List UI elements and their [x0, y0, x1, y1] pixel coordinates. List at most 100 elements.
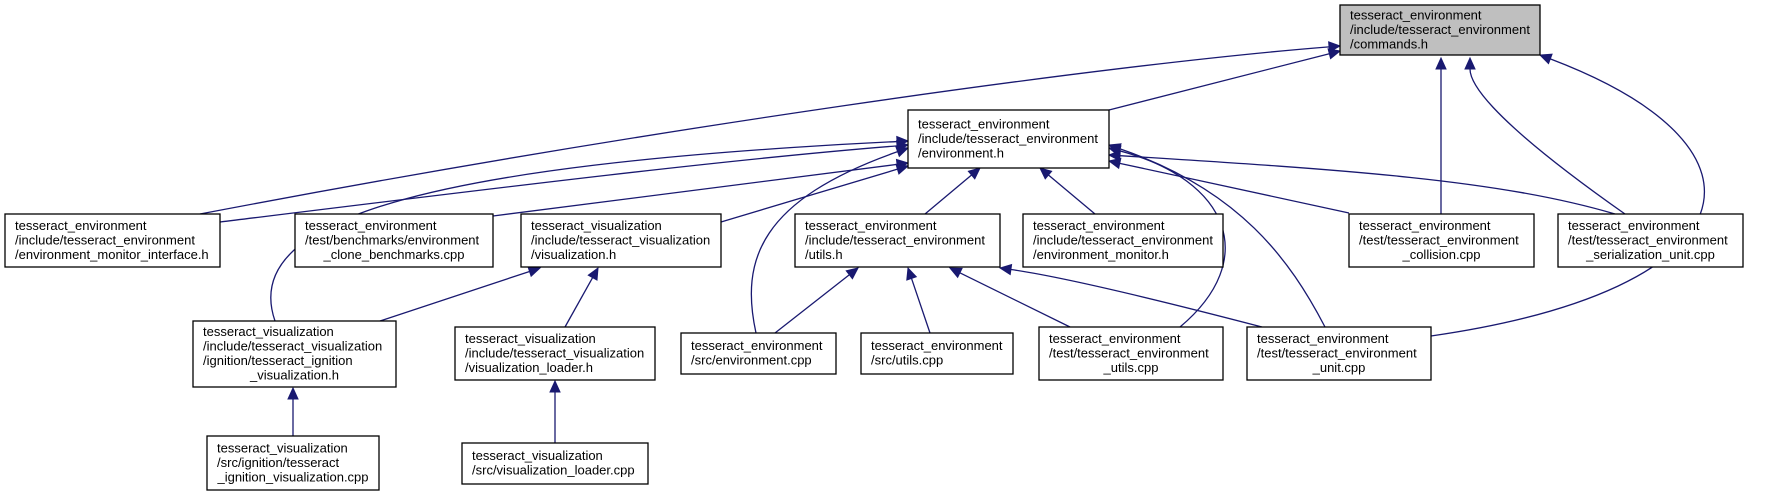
- node-label-line: tesseract_environment: [1568, 218, 1700, 233]
- node-env-monitor-h[interactable]: tesseract_environment/include/tesseract_…: [1022, 213, 1224, 268]
- nodes-layer: tesseract_environment/include/tesseract_…: [4, 4, 1744, 491]
- node-label-line: tesseract_environment: [1350, 7, 1482, 22]
- edge-env_monitor_h-to-environment_h: [1039, 167, 1096, 215]
- edge-visualization_h-to-environment_h: [720, 163, 910, 223]
- arrowhead-icon: [587, 266, 599, 281]
- node-vis-loader-cpp[interactable]: tesseract_visualization/src/visualizatio…: [461, 442, 649, 485]
- node-label-line: /src/utils.cpp: [871, 353, 943, 368]
- arrowhead-icon: [895, 146, 910, 158]
- node-label-line: /include/tesseract_environment: [918, 131, 1098, 146]
- node-label-line: /test/tesseract_environment: [1568, 232, 1728, 247]
- edge-unit_cpp-to-commands: [1430, 53, 1705, 337]
- edge-line: [774, 274, 850, 334]
- node-box[interactable]: [1022, 213, 1224, 268]
- node-label-line: /src/environment.cpp: [691, 353, 812, 368]
- node-utils-h[interactable]: tesseract_environment/include/tesseract_…: [794, 213, 1001, 268]
- node-utils-test-cpp[interactable]: tesseract_environment/test/tesseract_env…: [1038, 326, 1224, 381]
- node-environment-cpp[interactable]: tesseract_environment/src/environment.cp…: [680, 332, 837, 375]
- edge-line: [959, 272, 1071, 328]
- edge-env_monitor_iface-to-commands: [199, 41, 1342, 215]
- edge-line: [564, 277, 594, 328]
- node-env-monitor-iface[interactable]: tesseract_environment/include/tesseract_…: [4, 213, 221, 268]
- node-collision-cpp[interactable]: tesseract_environment/test/tesseract_env…: [1348, 213, 1535, 268]
- node-label-line: tesseract_environment: [805, 218, 937, 233]
- node-box[interactable]: [454, 326, 656, 381]
- node-box[interactable]: [4, 213, 221, 268]
- node-box[interactable]: [1348, 213, 1535, 268]
- arrowhead-icon: [998, 263, 1013, 276]
- node-box[interactable]: [794, 213, 1001, 268]
- node-label-line: tesseract_environment: [691, 338, 823, 353]
- arrowhead-icon: [948, 267, 963, 279]
- node-environment-h[interactable]: tesseract_environment/include/tesseract_…: [907, 109, 1110, 169]
- edge-environment_cpp-to-environment_h: [750, 146, 910, 334]
- edge-serialization_cpp-to-environment_h: [1107, 149, 1616, 215]
- arrowhead-icon: [287, 386, 299, 400]
- edge-line: [219, 145, 898, 223]
- edge-line: [492, 163, 898, 217]
- arrowhead-icon: [895, 163, 910, 175]
- edge-line: [1119, 147, 1326, 328]
- node-vis-loader-h[interactable]: tesseract_visualization/include/tesserac…: [454, 326, 656, 381]
- node-box[interactable]: [461, 442, 649, 485]
- edge-unit_cpp-to-environment_h: [1107, 143, 1326, 328]
- node-commands[interactable]: tesseract_environment/include/tesseract_…: [1339, 4, 1541, 56]
- node-label-line: tesseract_environment: [15, 218, 147, 233]
- arrowhead-icon: [1538, 53, 1553, 65]
- edge-env_monitor_iface-to-environment_h: [219, 140, 910, 223]
- node-label-line: _ignition_visualization.cpp: [216, 469, 368, 484]
- node-box[interactable]: [680, 332, 837, 375]
- node-box[interactable]: [192, 320, 397, 388]
- edge-line: [910, 278, 931, 334]
- edge-clone_bench-to-environment_h: [492, 158, 910, 217]
- arrowhead-icon: [1107, 143, 1122, 155]
- node-label-line: _unit.cpp: [1312, 360, 1366, 375]
- node-label-line: /utils.h: [805, 247, 843, 262]
- node-box[interactable]: [206, 435, 380, 491]
- node-label-line: /include/tesseract_visualization: [531, 232, 710, 247]
- edge-line: [924, 174, 972, 215]
- edge-collision_cpp-to-commands: [1435, 56, 1447, 214]
- node-label-line: /include/tesseract_visualization: [465, 345, 644, 360]
- node-serialization-cpp[interactable]: tesseract_environment/test/tesseract_env…: [1557, 213, 1744, 268]
- node-label-line: /test/tesseract_environment: [1359, 232, 1519, 247]
- node-clone-bench[interactable]: tesseract_environment/test/benchmarks/en…: [294, 213, 494, 268]
- arrowhead-icon: [1464, 56, 1476, 70]
- node-label-line: tesseract_environment: [1359, 218, 1491, 233]
- node-label-line: _utils.cpp: [1103, 360, 1159, 375]
- node-label-line: /include/tesseract_environment: [1350, 22, 1530, 37]
- edge-collision_cpp-to-environment_h: [1107, 157, 1350, 214]
- node-label-line: /src/ignition/tesseract: [217, 455, 339, 470]
- node-box[interactable]: [294, 213, 494, 268]
- node-box[interactable]: [520, 213, 722, 268]
- node-label-line: _visualization.h: [249, 368, 339, 383]
- node-label-line: /include/tesseract_environment: [805, 232, 985, 247]
- node-label-line: /src/visualization_loader.cpp: [472, 463, 635, 478]
- node-box[interactable]: [1038, 326, 1224, 381]
- edge-line: [1108, 53, 1330, 111]
- node-label-line: tesseract_environment: [305, 218, 437, 233]
- node-box[interactable]: [1557, 213, 1744, 268]
- edge-vis_loader_h-to-visualization_h: [564, 266, 599, 328]
- node-visualization-h[interactable]: tesseract_visualization/include/tesserac…: [520, 213, 722, 268]
- node-label-line: /commands.h: [1350, 36, 1428, 51]
- node-box[interactable]: [907, 109, 1110, 169]
- edge-serialization_cpp-to-commands: [1464, 56, 1626, 215]
- node-label-line: tesseract_visualization: [203, 324, 334, 339]
- node-unit-cpp[interactable]: tesseract_environment/test/tesseract_env…: [1246, 326, 1432, 381]
- arrowhead-icon: [1435, 56, 1447, 70]
- node-ignition-cpp[interactable]: tesseract_visualization/src/ignition/tes…: [206, 435, 380, 491]
- edge-utils_cpp-to-utils_h: [906, 266, 931, 334]
- node-utils-cpp[interactable]: tesseract_environment/src/utils.cpp: [860, 332, 1014, 375]
- node-label-line: _serialization_unit.cpp: [1585, 247, 1715, 262]
- node-label-line: tesseract_visualization: [465, 331, 596, 346]
- edge-line: [1119, 162, 1350, 214]
- arrowhead-icon: [967, 167, 981, 180]
- node-box[interactable]: [860, 332, 1014, 375]
- node-box[interactable]: [1339, 4, 1541, 56]
- edge-line: [1469, 68, 1626, 215]
- node-ignition-h[interactable]: tesseract_visualization/include/tesserac…: [192, 320, 397, 388]
- edge-line: [1048, 174, 1096, 215]
- node-box[interactable]: [1246, 326, 1432, 381]
